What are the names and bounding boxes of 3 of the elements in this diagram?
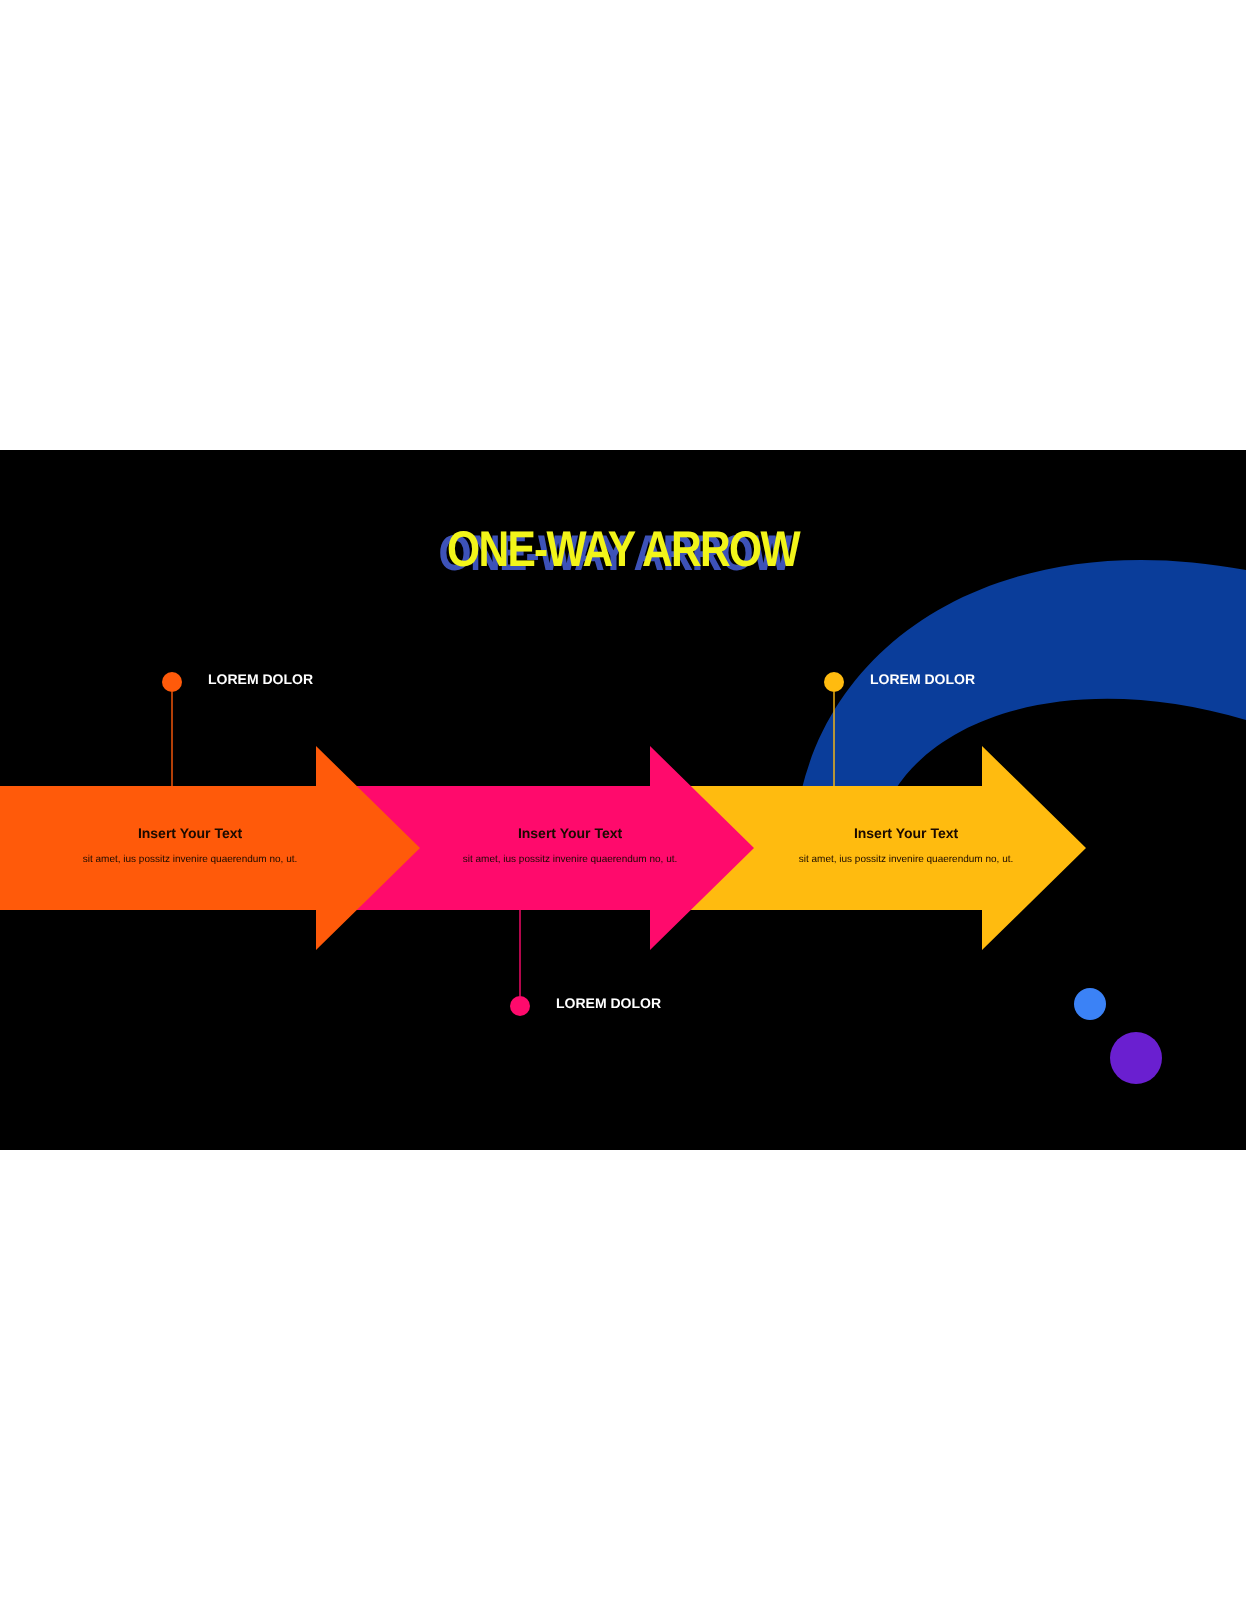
title: ONE-WAY ARROW: [447, 522, 799, 580]
leader-line: [519, 909, 521, 997]
leader-line: [171, 691, 173, 787]
